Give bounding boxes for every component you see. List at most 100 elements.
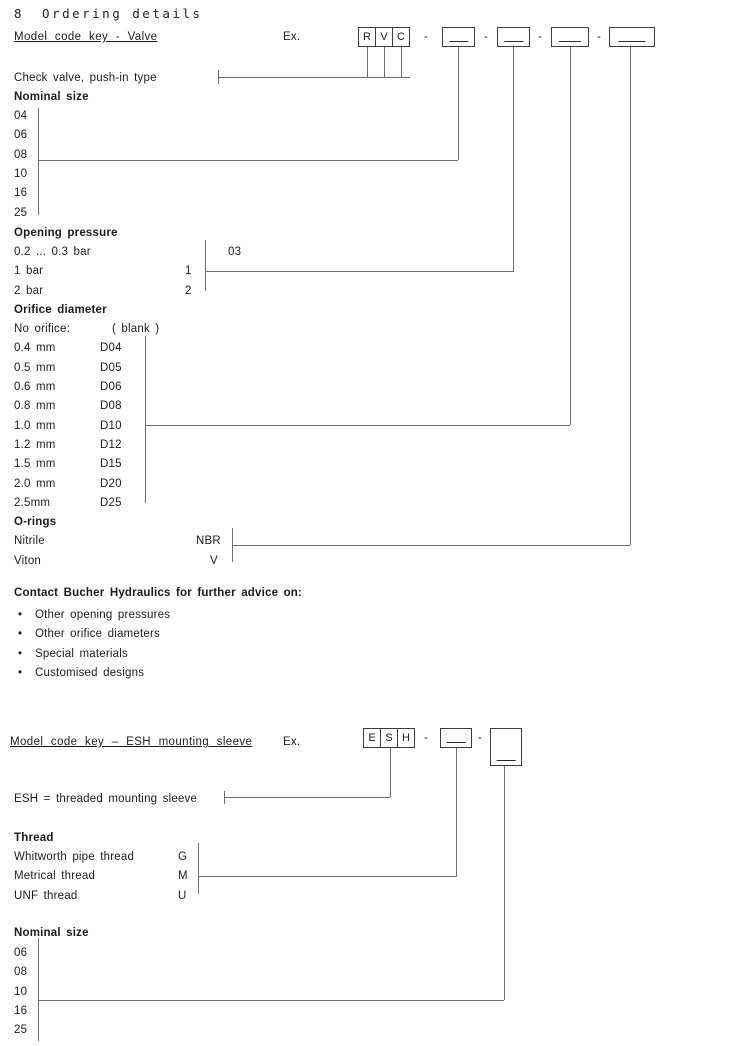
orifice-row-code: ( blank ) [112, 323, 160, 335]
nominal-size-bracket-line [38, 108, 39, 215]
esh-nominal-size-heading: Nominal size [14, 927, 89, 939]
orifice-row-code: D12 [100, 439, 122, 451]
esh-connector-line [224, 797, 390, 798]
contact-heading: Contact Bucher Hydraulics for further ad… [14, 587, 303, 599]
pressure-row-code: 1 [185, 265, 192, 277]
esh-sleeve-label: ESH = threaded mounting sleeve [14, 793, 198, 805]
orings-connector-line [630, 47, 631, 545]
pressure-connector-line [513, 47, 514, 272]
orifice-row-code: D05 [100, 362, 122, 374]
pressure-bracket-line [205, 240, 206, 291]
esh-nominal-size-item: 25 [14, 1024, 28, 1036]
orifice-row-code: D20 [100, 478, 122, 490]
orifice-row-code: D08 [100, 400, 122, 412]
nominal-size-item: 10 [14, 168, 28, 180]
nominal-size-item: 04 [14, 110, 28, 122]
code-letter-box: H [397, 728, 415, 748]
nominal-size-connector-line [458, 47, 459, 160]
pressure-row-code: 2 [185, 285, 192, 297]
orings-connector-line [232, 545, 630, 546]
code-separator: - [484, 31, 488, 43]
esh-connector-line [390, 748, 391, 797]
nominal-size-item: 06 [14, 129, 28, 141]
orings-row-code: V [210, 555, 218, 567]
bullet-icon: • [18, 628, 23, 640]
esh-nominal-size-item: 16 [14, 1005, 28, 1017]
contact-bullet-item: •Customised designs [18, 666, 144, 680]
orifice-row-code: D06 [100, 381, 122, 393]
bullet-icon: • [18, 667, 23, 679]
valve-section-title: Model code key - Valve [14, 31, 158, 43]
pressure-connector-line [205, 271, 513, 272]
nominal-size-connector-line [38, 160, 458, 161]
blank-underscore [503, 41, 524, 42]
pressure-row-label: 2 bar [14, 285, 44, 297]
orings-row-label: Nitrile [14, 535, 45, 547]
code-letter-box: E [363, 728, 381, 748]
blank-field-nominal-size [442, 27, 475, 47]
blank-field-esh-nominal-size [490, 728, 522, 766]
esh-nominal-connector-line [38, 1000, 504, 1001]
blank-underscore [618, 41, 646, 42]
orifice-row-label: 0.6 mm [14, 381, 56, 393]
orifice-heading: Orifice diameter [14, 304, 107, 316]
opening-pressure-heading: Opening pressure [14, 227, 118, 239]
code-separator: - [478, 732, 482, 744]
blank-underscore [446, 742, 466, 743]
blank-field-opening-pressure [497, 27, 530, 47]
thread-bracket-line [198, 843, 199, 894]
esh-tick [224, 791, 225, 804]
orifice-row-label: 0.4 mm [14, 342, 56, 354]
blank-field-orifice [551, 27, 589, 47]
contact-item-text: Special materials [35, 648, 128, 660]
rvc-connector-line [367, 47, 368, 77]
pressure-row-label: 1 bar [14, 265, 44, 277]
esh-section-title: Model code key – ESH mounting sleeve [10, 736, 253, 748]
esh-nominal-size-item: 08 [14, 966, 28, 978]
code-separator: - [424, 732, 428, 744]
rvc-connector-line [401, 47, 402, 77]
orifice-row-code: D04 [100, 342, 122, 354]
page-title: Ordering details [42, 6, 203, 21]
esh-nominal-size-item: 06 [14, 947, 28, 959]
contact-bullet-item: •Other opening pressures [18, 608, 170, 622]
page-header: 8 Ordering details [14, 6, 202, 21]
orifice-connector-line [145, 425, 570, 426]
pressure-row-label: 0.2 ... 0.3 bar [14, 246, 91, 258]
orifice-row-label: 2.5mm [14, 497, 51, 509]
check-valve-tick [218, 70, 219, 84]
code-separator: - [597, 31, 601, 43]
nominal-size-item: 25 [14, 207, 28, 219]
code-letter-box: V [375, 27, 393, 47]
esh-nominal-connector-line [504, 766, 505, 1000]
page-number: 8 [14, 6, 25, 21]
thread-row-code: G [178, 851, 188, 863]
bullet-icon: • [18, 648, 23, 660]
orifice-row-label: 1.2 mm [14, 439, 56, 451]
esh-nominal-bracket-line [38, 938, 39, 1041]
orifice-row-code: D25 [100, 497, 122, 509]
nominal-size-heading: Nominal size [14, 91, 89, 103]
thread-connector-line [198, 876, 456, 877]
thread-connector-line [456, 748, 457, 877]
blank-field-orings [609, 27, 655, 47]
code-letter-box: C [392, 27, 410, 47]
check-valve-label: Check valve, push-in type [14, 72, 157, 84]
contact-bullet-item: • Special materials [18, 647, 128, 661]
orifice-row-label: 1.5 mm [14, 458, 56, 470]
esh-nominal-size-item: 10 [14, 986, 28, 998]
orifice-connector-line [570, 47, 571, 425]
code-separator: - [424, 31, 428, 43]
orings-row-label: Viton [14, 555, 42, 567]
orifice-row-code: D15 [100, 458, 122, 470]
check-valve-connector-line [218, 77, 410, 78]
blank-field-thread [440, 728, 472, 748]
pressure-row-code: 03 [228, 246, 242, 258]
nominal-size-item: 08 [14, 149, 28, 161]
valve-example-label: Ex. [283, 31, 301, 43]
contact-item-text: Other orifice diameters [35, 628, 160, 640]
nominal-size-item: 16 [14, 187, 28, 199]
rvc-connector-line [384, 47, 385, 77]
contact-item-text: Other opening pressures [35, 609, 171, 621]
